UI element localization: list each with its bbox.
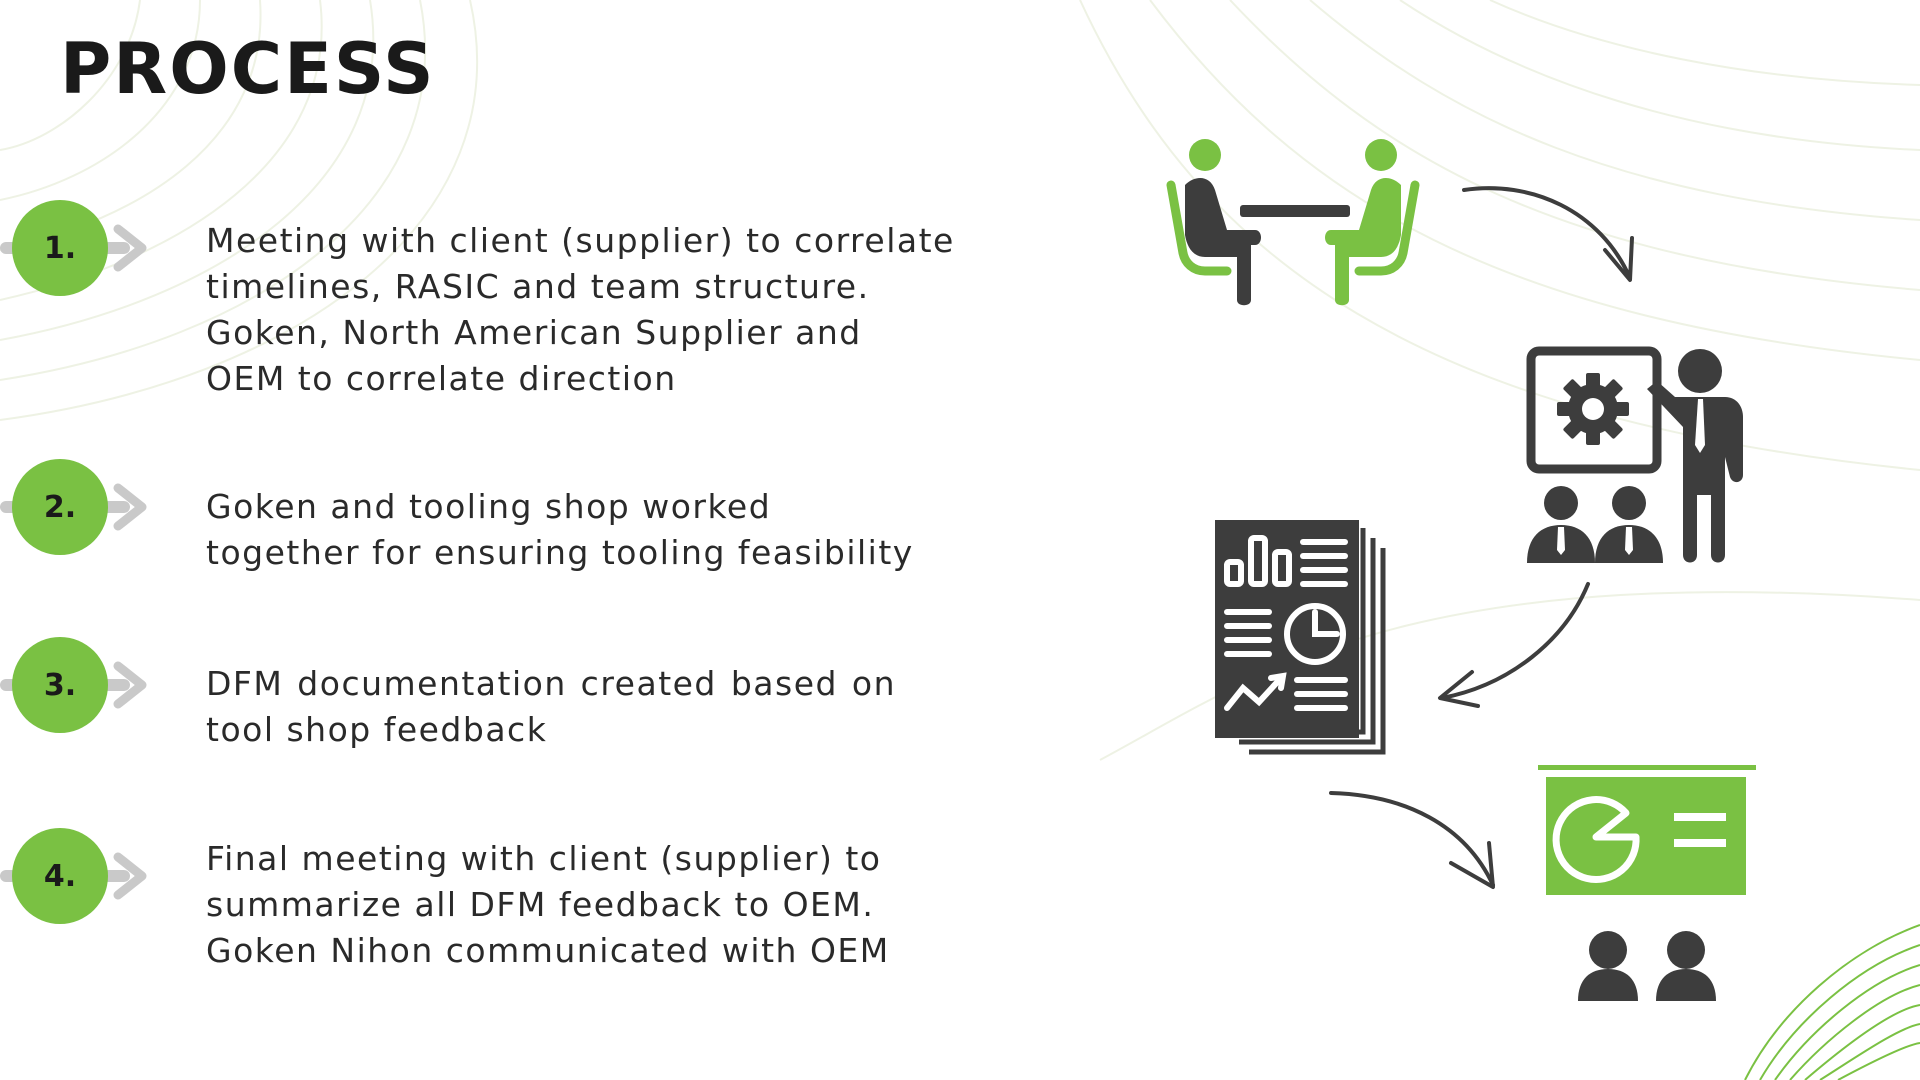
presentation-screen-audience-icon	[1538, 765, 1756, 1001]
chevron-right-icon	[113, 483, 147, 531]
chevron-right-icon	[113, 224, 147, 272]
step-number-badge: 3.	[12, 637, 108, 733]
step-number-badge: 2.	[12, 459, 108, 555]
flow-arrow-icon	[1329, 791, 1495, 889]
process-step-4: 4. Final meeting with client (supplier) …	[0, 828, 1000, 998]
step-description: Final meeting with client (supplier) to …	[206, 839, 890, 970]
flow-arrow-icon	[1438, 582, 1590, 708]
step-number-badge: 1.	[12, 200, 108, 296]
step-description: Goken and tooling shop worked together f…	[206, 487, 914, 572]
step-description: Meeting with client (supplier) to correl…	[206, 221, 955, 398]
chevron-right-icon	[113, 661, 147, 709]
step-number-badge: 4.	[12, 828, 108, 924]
process-step-1: 1. Meeting with client (supplier) to cor…	[0, 200, 1000, 400]
presenter-gear-board-icon	[1526, 346, 1743, 563]
process-step-2: 2. Goken and tooling shop worked togethe…	[0, 459, 1000, 579]
process-step-3: 3. DFM documentation created based on to…	[0, 637, 1000, 757]
flow-arrow-icon	[1462, 186, 1634, 282]
report-document-icon	[1215, 520, 1386, 755]
meeting-table-icon	[1166, 139, 1420, 306]
step-description: DFM documentation created based on tool …	[206, 664, 896, 749]
chevron-right-icon	[113, 852, 147, 900]
page-title: PROCESS	[60, 28, 436, 110]
